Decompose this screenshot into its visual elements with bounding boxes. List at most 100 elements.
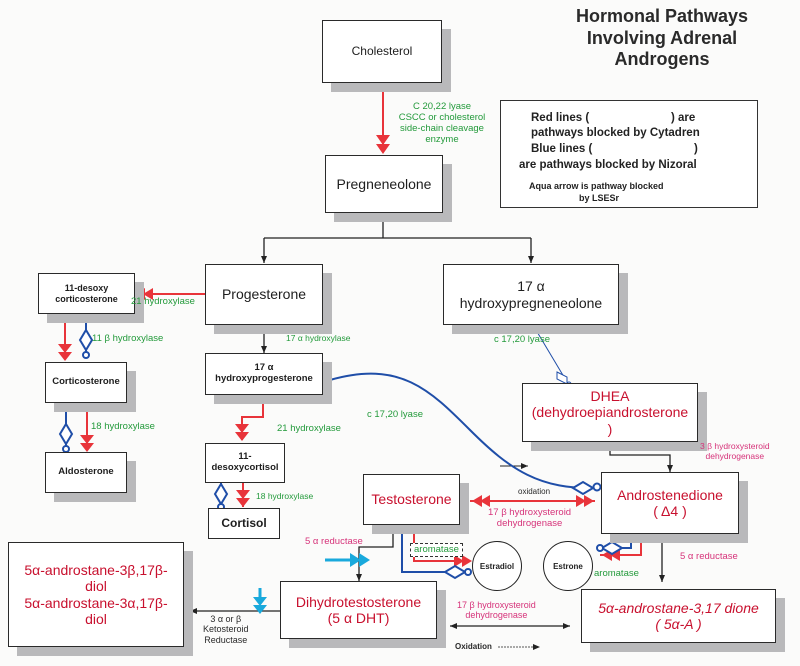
node-label: Cortisol bbox=[221, 515, 267, 530]
double-arrowhead bbox=[376, 135, 390, 154]
red-testosterone-to-estradiol bbox=[413, 525, 470, 562]
enzyme-text: Ketosteroid bbox=[203, 624, 249, 635]
enzyme-label-c1720-lyase-dhea: c 17,20 lyase bbox=[494, 334, 550, 345]
connector-testosterone-to-dht bbox=[356, 525, 394, 581]
node-dhea: DHEA (dehydroepiandrosterone ) bbox=[522, 383, 698, 442]
enzyme-text: enzyme bbox=[425, 133, 459, 145]
enzyme-text: 3 α or β bbox=[210, 614, 242, 624]
node-label: 17 α bbox=[517, 278, 545, 295]
node-label: DHEA bbox=[590, 388, 630, 405]
node-label: Androstenedione bbox=[617, 486, 723, 503]
node-11-desoxycorticosterone: 11-desoxy corticosterone bbox=[38, 273, 135, 314]
node-pregneneolone: Pregneneolone bbox=[325, 155, 443, 213]
node-label: desoxycortisol bbox=[211, 462, 279, 473]
title-line: Hormonal Pathways bbox=[575, 6, 749, 26]
enzyme-label-aromatase-right: aromatase bbox=[594, 568, 639, 579]
node-17a-hydroxypregneneolone: 17 α hydroxypregneneolone bbox=[443, 264, 619, 325]
node-label: Dihydrotestosterone bbox=[295, 593, 422, 610]
diamond-blocker bbox=[571, 480, 595, 496]
enzyme-text: side-chain cleavage bbox=[400, 122, 484, 134]
node-estrone: Estrone bbox=[543, 541, 593, 591]
enzyme-text: CSCC or cholesterol bbox=[398, 111, 486, 123]
diamond-blocker bbox=[58, 422, 74, 446]
node-androstanediol: 5α-androstane-3β,17β- diol 5α-androstane… bbox=[8, 542, 184, 647]
node-label: 11- bbox=[238, 451, 252, 463]
node-17a-hydroxyprogesterone: 17 α hydroxyprogesterone bbox=[205, 353, 323, 395]
node-label: Estrone bbox=[553, 561, 583, 571]
node-dihydrotestosterone: Dihydrotestosterone (5 α DHT) bbox=[280, 581, 437, 639]
enzyme-label-21-hydroxylase-b: 21 hydroxylase bbox=[277, 423, 341, 434]
label-oxidation-bottom: Oxidation bbox=[455, 642, 492, 651]
node-label: 5α-androstane-3,17 dione bbox=[598, 599, 759, 616]
double-arrowhead bbox=[472, 495, 490, 507]
node-testosterone: Testosterone bbox=[363, 474, 460, 525]
legend-red-description: pathways blocked by Cytadren bbox=[531, 127, 700, 139]
aqua-arrows bbox=[253, 553, 370, 614]
node-label: Corticosterone bbox=[52, 376, 120, 388]
legend-blue-description: are pathways blocked by Nizoral bbox=[519, 159, 697, 171]
node-label: Testosterone bbox=[371, 491, 452, 508]
node-label: Estradiol bbox=[479, 561, 515, 571]
title-line: Involving Adrenal bbox=[586, 27, 738, 48]
node-label: ( Δ4 ) bbox=[653, 503, 687, 519]
legend-aqua-description: Aqua arrow is pathway blocked bbox=[529, 181, 664, 191]
double-arrowhead bbox=[235, 424, 249, 441]
connector-dhea-to-androstenedione bbox=[609, 442, 673, 472]
double-arrowhead bbox=[80, 435, 94, 452]
diagram-title: Hormonal Pathways Involving Adrenal Andr… bbox=[552, 6, 772, 71]
node-progesterone: Progesterone bbox=[205, 264, 323, 325]
double-arrowhead bbox=[58, 344, 72, 361]
legend-red-label-end: ) are bbox=[671, 112, 696, 124]
node-label: (5 α DHT) bbox=[327, 610, 390, 626]
node-label: hydroxyprogesterone bbox=[215, 373, 313, 384]
node-label: 5α-androstane-3β,17β- bbox=[24, 562, 168, 579]
enzyme-label-3b-hsd: 3 β hydroxysteroid dehydrogenase bbox=[700, 441, 770, 462]
enzyme-label-18-hydroxylase-b: 18 hydroxylase bbox=[256, 491, 314, 501]
enzyme-label-aromatase-left: aromatase bbox=[410, 543, 463, 557]
aqua-double-arrowhead bbox=[350, 553, 370, 567]
node-label: ) bbox=[607, 420, 613, 437]
node-label: diol bbox=[85, 578, 107, 595]
label-oxidation-top: oxidation bbox=[518, 487, 551, 496]
red-androstenedione-to-estrone bbox=[600, 533, 642, 556]
node-5a-androstanedione: 5α-androstane-3,17 dione ( 5α-A ) bbox=[581, 589, 776, 643]
black-connectors bbox=[190, 213, 673, 650]
node-label: 17 α bbox=[254, 362, 274, 374]
node-label: 11-desoxy bbox=[64, 283, 109, 294]
node-estradiol: Estradiol bbox=[472, 541, 522, 591]
legend-blue-label: Blue lines ( bbox=[531, 143, 593, 155]
enzyme-label-cscc: C 20,22 lyase CSCC or cholesterol side-c… bbox=[387, 101, 497, 146]
diamond-blocker bbox=[78, 328, 94, 352]
enzyme-text: 3 β hydroxysteroid bbox=[700, 441, 770, 451]
enzyme-label-ketosteroid-reductase: 3 α or β Ketosteroid Reductase bbox=[203, 614, 249, 645]
enzyme-label-21-hydroxylase: 21 hydroxylase bbox=[131, 296, 195, 307]
blue-17ahpreg-to-dhea bbox=[529, 319, 568, 383]
enzyme-label-11b-hydroxylase: 11 β hydroxylase bbox=[92, 333, 164, 344]
enzyme-text: dehydrogenase bbox=[465, 610, 528, 621]
double-arrowhead bbox=[454, 555, 472, 567]
enzyme-label-17b-hsd-bottom: 17 β hydroxysteroid dehydrogenase bbox=[457, 600, 536, 621]
double-arrowhead bbox=[236, 490, 250, 507]
enzyme-text: 17 β hydroxysteroid bbox=[488, 507, 572, 518]
node-label: Progesterone bbox=[221, 286, 307, 303]
node-label: Cholesterol bbox=[351, 43, 413, 58]
legend: Red lines ( ) are pathways blocked by Cy… bbox=[500, 100, 758, 208]
node-label: (dehydroepiandrosterone bbox=[531, 404, 689, 421]
enzyme-text: 17 β hydroxysteroid bbox=[457, 600, 536, 610]
legend-blue-label-end: ) bbox=[694, 143, 698, 155]
diamond-blocker bbox=[443, 564, 467, 580]
enzyme-text: dehydrogenase bbox=[705, 450, 765, 461]
node-label: corticosterone bbox=[55, 293, 118, 304]
enzyme-text: C 20,22 lyase bbox=[412, 101, 472, 112]
node-androstenedione: Androstenedione ( Δ4 ) bbox=[601, 472, 739, 534]
legend-aqua-description-2: by LSESr bbox=[579, 193, 620, 203]
diamond-blocker bbox=[600, 540, 624, 556]
node-label: Pregneneolone bbox=[336, 175, 432, 192]
node-corticosterone: Corticosterone bbox=[45, 362, 127, 403]
aqua-double-arrowhead bbox=[253, 597, 267, 614]
diamond-blocker bbox=[213, 482, 229, 506]
enzyme-label-5a-reductase-left: 5 α reductase bbox=[305, 536, 363, 547]
enzyme-label-c1720-lyase: c 17,20 lyase bbox=[367, 409, 423, 420]
enzyme-label-17a-hydroxylase: 17 α hydroxylase bbox=[286, 333, 351, 343]
